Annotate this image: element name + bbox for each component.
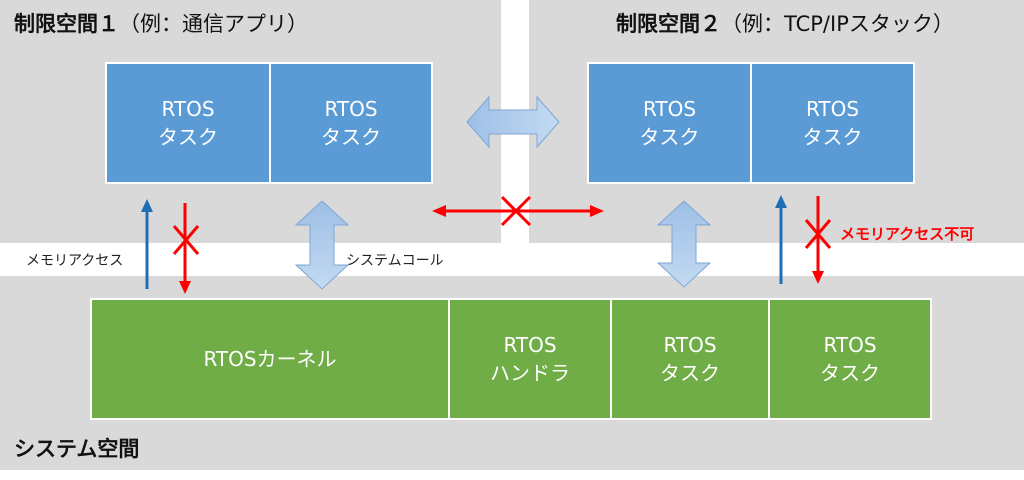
rtos-handler-line1: RTOS xyxy=(503,333,557,357)
system-task-a-line2: タスク xyxy=(660,361,720,385)
restricted-space-2-title: 制限空間２（例：TCP/IPスタック） xyxy=(616,8,954,38)
system-space-name: システム空間 xyxy=(14,437,140,461)
system-space-title: システム空間 xyxy=(14,433,139,463)
r1-task-right-line2: タスク xyxy=(321,125,381,149)
memory-access-label: メモリアクセス xyxy=(26,253,124,269)
r2-task-left: RTOS タスク xyxy=(587,62,752,184)
system-task-a-box: RTOS タスク xyxy=(610,298,770,420)
memory-access-denied-label: メモリアクセス不可 xyxy=(840,225,975,243)
r2-task-right: RTOS タスク xyxy=(750,62,915,184)
system-task-b-line1: RTOS xyxy=(823,333,877,357)
system-task-a-line1: RTOS xyxy=(663,333,717,357)
denied-down-arrow-left xyxy=(172,203,200,294)
r2-task-left-line2: タスク xyxy=(639,125,700,149)
r1-task-right: RTOS タスク xyxy=(269,62,433,184)
memory-access-up-arrow-left xyxy=(141,199,153,289)
rtos-kernel-box: RTOSカーネル xyxy=(90,298,450,420)
r1-task-left-line2: タスク xyxy=(158,125,218,149)
system-call-double-arrow-right xyxy=(656,200,712,288)
restricted-space-2-name: 制限空間２ xyxy=(616,12,721,36)
system-task-b-box: RTOS タスク xyxy=(768,298,932,420)
r1-task-left-line1: RTOS xyxy=(161,97,215,121)
denied-down-arrow-right xyxy=(804,196,832,284)
rtos-handler-box: RTOS ハンドラ xyxy=(448,298,612,420)
r2-task-right-line1: RTOS xyxy=(805,97,860,121)
restricted-space-2-example: （例：TCP/IPスタック） xyxy=(721,12,954,36)
system-call-label: システムコール xyxy=(346,253,444,269)
r2-task-right-line2: タスク xyxy=(802,125,863,149)
rtos-kernel-label: RTOSカーネル xyxy=(203,347,337,371)
restricted-space-1-title: 制限空間１（例：通信アプリ） xyxy=(14,8,308,38)
system-call-double-arrow-left xyxy=(294,200,350,290)
r1-task-left: RTOS タスク xyxy=(105,62,271,184)
denied-horizontal-arrow xyxy=(432,195,604,227)
restricted-space-1-example: （例：通信アプリ） xyxy=(119,12,308,36)
memory-access-up-arrow-right xyxy=(775,195,787,284)
system-task-b-line2: タスク xyxy=(820,361,880,385)
restricted-space-1-name: 制限空間１ xyxy=(14,12,119,36)
rtos-handler-line2: ハンドラ xyxy=(490,361,570,385)
r2-task-left-line1: RTOS xyxy=(642,97,697,121)
r1-task-right-line1: RTOS xyxy=(324,97,378,121)
inter-space-double-arrow xyxy=(466,95,560,149)
